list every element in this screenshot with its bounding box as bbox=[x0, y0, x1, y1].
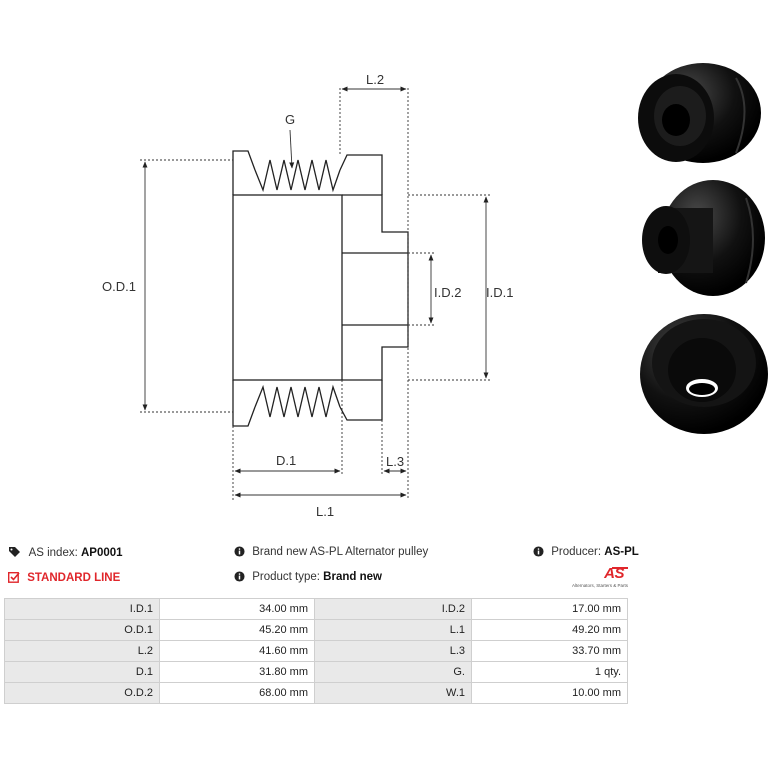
check-square-icon bbox=[8, 572, 20, 583]
producer-value: AS-PL bbox=[604, 546, 639, 558]
label-l3: L.3 bbox=[386, 454, 404, 469]
spec-label: O.D.2 bbox=[4, 682, 160, 704]
producer: Producer: AS-PL bbox=[533, 546, 639, 558]
spec-value: 10.00 mm bbox=[471, 682, 628, 704]
info-icon bbox=[234, 571, 245, 582]
logo-tagline: Alternators, Starters & Parts bbox=[571, 583, 628, 588]
spec-table: I.D.1 34.00 mm I.D.2 17.00 mm O.D.1 45.2… bbox=[4, 598, 628, 704]
dimension-lines bbox=[140, 86, 492, 500]
logo-stripe bbox=[612, 567, 628, 569]
as-index-label: AS index: bbox=[28, 547, 78, 559]
table-row: D.1 31.80 mm G. 1 qty. bbox=[4, 661, 628, 683]
spec-value: 33.70 mm bbox=[471, 640, 628, 662]
pulley-outline bbox=[232, 150, 409, 427]
spec-label: W.1 bbox=[314, 682, 472, 704]
pulley-photo-front bbox=[638, 63, 761, 163]
label-d1: D.1 bbox=[276, 453, 296, 468]
label-id1: I.D.1 bbox=[486, 285, 513, 300]
description-text: Brand new AS-PL Alternator pulley bbox=[252, 546, 429, 558]
info-icon bbox=[533, 546, 544, 557]
description: Brand new AS-PL Alternator pulley bbox=[234, 546, 428, 558]
pulley-technical-drawing: L.2 G O.D.1 I.D.2 I.D.1 D.1 L.3 L.1 bbox=[102, 72, 513, 519]
pulley-photos bbox=[638, 63, 768, 434]
table-row: I.D.1 34.00 mm I.D.2 17.00 mm bbox=[4, 598, 628, 620]
spec-label: L.1 bbox=[314, 619, 472, 641]
dimension-labels: L.2 G O.D.1 I.D.2 I.D.1 D.1 L.3 L.1 bbox=[102, 72, 513, 519]
label-od1: O.D.1 bbox=[102, 279, 136, 294]
spec-label: O.D.1 bbox=[4, 619, 160, 641]
spec-value: 31.80 mm bbox=[159, 661, 315, 683]
spec-label: I.D.2 bbox=[314, 598, 472, 620]
label-l2: L.2 bbox=[366, 72, 384, 87]
info-icon bbox=[234, 546, 245, 557]
logo-mark: AS bbox=[604, 565, 624, 582]
spec-label: L.2 bbox=[4, 640, 160, 662]
spec-label: D.1 bbox=[4, 661, 160, 683]
spec-value: 1 qty. bbox=[471, 661, 628, 683]
label-l1: L.1 bbox=[316, 504, 334, 519]
standard-line: STANDARD LINE bbox=[8, 571, 120, 584]
as-index-value: AP0001 bbox=[81, 547, 123, 559]
table-row: O.D.2 68.00 mm W.1 10.00 mm bbox=[4, 682, 628, 704]
spec-label: I.D.1 bbox=[4, 598, 160, 620]
spec-label: G. bbox=[314, 661, 472, 683]
label-g: G bbox=[285, 112, 295, 127]
spec-value: 68.00 mm bbox=[159, 682, 315, 704]
as-index: AS index: AP0001 bbox=[8, 546, 123, 559]
label-id2: I.D.2 bbox=[434, 285, 461, 300]
spec-label: L.3 bbox=[314, 640, 472, 662]
pulley-photo-rear bbox=[640, 314, 768, 434]
table-row: O.D.1 45.20 mm L.1 49.20 mm bbox=[4, 619, 628, 641]
spec-value: 49.20 mm bbox=[471, 619, 628, 641]
as-pl-logo: AS Alternators, Starters & Parts bbox=[560, 565, 628, 589]
standard-line-label: STANDARD LINE bbox=[27, 572, 121, 584]
product-type-value: Brand new bbox=[323, 571, 382, 583]
producer-label: Producer: bbox=[551, 546, 602, 558]
product-type-label: Product type: bbox=[252, 571, 320, 583]
pulley-photo-side bbox=[642, 180, 765, 296]
tags-icon bbox=[9, 547, 20, 557]
spec-value: 41.60 mm bbox=[159, 640, 315, 662]
spec-value: 34.00 mm bbox=[159, 598, 315, 620]
table-row: L.2 41.60 mm L.3 33.70 mm bbox=[4, 640, 628, 662]
spec-value: 17.00 mm bbox=[471, 598, 628, 620]
spec-value: 45.20 mm bbox=[159, 619, 315, 641]
product-type: Product type: Brand new bbox=[234, 571, 382, 583]
